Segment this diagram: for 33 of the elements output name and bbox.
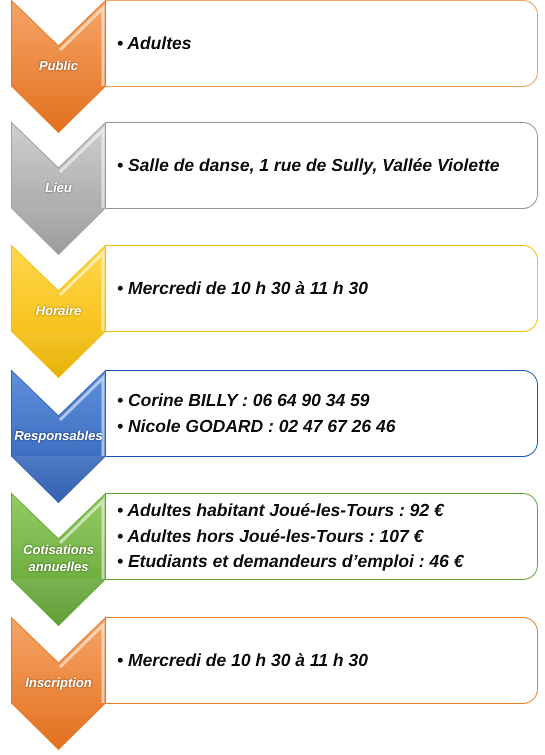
bullet-item: • Salle de danse, 1 rue de Sully, Vallée Violette [117, 154, 501, 177]
chevron-tip-arrow [11, 208, 106, 256]
info-panel [106, 370, 538, 457]
chevron-tip-arrow [11, 86, 106, 134]
bullet-item: • Mercredi de 10 h 30 à 11 h 30 [117, 648, 369, 672]
chevron-tip-arrow [11, 702, 106, 750]
bullet-item: • Etudiants et demandeurs d’emploi : 46 € [117, 550, 465, 574]
chevron-tip-arrow [11, 456, 106, 504]
step-label: Cotisations annuelles [22, 541, 95, 575]
notched-step-tab [11, 493, 106, 579]
info-panel [106, 617, 538, 704]
bullet-item: • Nicole GODARD : 02 47 67 26 46 [117, 414, 396, 438]
bullet-item: • Adultes habitant Joué-les-Tours : 92 € [117, 499, 446, 522]
notched-step-tab [11, 370, 106, 456]
bullet-item: • Adultes hors Joué-les-Tours : 107 € [117, 524, 425, 548]
bullet-item: • Mercredi de 10 h 30 à 11 h 30 [117, 276, 369, 300]
notched-step-tab [11, 617, 106, 703]
step-label: Horaire [34, 302, 82, 318]
info-panel [106, 0, 538, 87]
info-panel [106, 493, 538, 580]
step-label: Lieu [44, 178, 73, 196]
notched-step-tab [11, 122, 106, 208]
bullet-item: • Adultes [117, 32, 193, 55]
chevron-tip-arrow [11, 330, 106, 378]
notched-step-tab [11, 0, 106, 86]
info-panel [106, 122, 538, 209]
notched-step-tab [11, 245, 106, 331]
step-label: Public [38, 56, 79, 74]
info-panel [106, 245, 538, 332]
step-label: Responsables [13, 426, 104, 444]
step-label: Inscription [24, 674, 93, 690]
chevron-tip-arrow [11, 578, 106, 626]
bullet-item: • Corine BILLY : 06 64 90 34 59 [117, 389, 371, 412]
